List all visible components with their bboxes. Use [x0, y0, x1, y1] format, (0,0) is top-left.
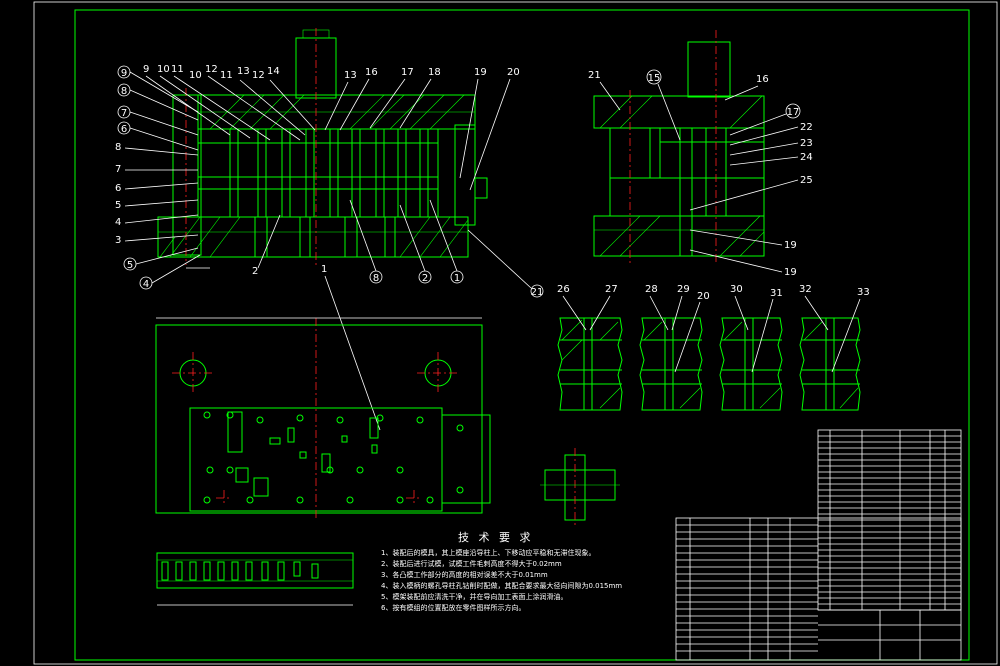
svg-text:32: 32	[799, 284, 812, 295]
svg-text:7: 7	[115, 164, 121, 175]
tech-req-4: 4、装入模柄的螺孔导柱孔钻削时配做，其配合要求最大径向间隙为0.015mm	[381, 581, 622, 590]
plan-view	[155, 317, 491, 520]
svg-text:6: 6	[121, 124, 127, 135]
svg-text:12: 12	[205, 64, 218, 75]
side-section-view	[593, 30, 765, 265]
svg-text:2: 2	[252, 266, 258, 277]
tech-req-3: 3、各凸模工作部分的高度的相对误差不大于0.01mm	[381, 570, 548, 579]
svg-text:12: 12	[252, 70, 265, 81]
tech-req-1: 1、装配后的模具，其上模座沿导柱上、下移动应平稳和无滞住现象。	[381, 548, 595, 557]
svg-text:10: 10	[189, 70, 202, 81]
tech-title: 技 术 要 求	[458, 531, 534, 544]
outer-border	[33, 1, 998, 665]
callouts-side: 21 15 16 17 22 23 24 25 19 19	[588, 69, 813, 278]
svg-text:18: 18	[428, 67, 441, 78]
svg-text:3: 3	[115, 235, 121, 246]
svg-text:17: 17	[787, 107, 800, 118]
callouts-bottom-main: 2 1 8 2 1 21	[252, 199, 544, 431]
svg-text:19: 19	[474, 67, 487, 78]
svg-text:9: 9	[143, 64, 149, 75]
svg-text:20: 20	[697, 291, 710, 302]
svg-text:25: 25	[800, 175, 813, 186]
svg-text:5: 5	[115, 200, 121, 211]
svg-text:29: 29	[677, 284, 690, 295]
svg-text:8: 8	[373, 273, 379, 284]
svg-text:31: 31	[770, 288, 783, 299]
svg-text:24: 24	[800, 152, 813, 163]
parts-list-table	[675, 429, 962, 661]
svg-text:19: 19	[784, 240, 797, 251]
small-detail-view	[540, 448, 620, 525]
callouts-top: 9 10 11 12 13 14 13 16 17 18 19 20 10 11…	[115, 64, 520, 290]
svg-text:8: 8	[115, 142, 121, 153]
svg-text:21: 21	[531, 287, 544, 298]
svg-text:4: 4	[143, 279, 149, 290]
svg-text:11: 11	[171, 64, 184, 75]
svg-text:33: 33	[857, 287, 870, 298]
svg-text:16: 16	[365, 67, 378, 78]
svg-text:30: 30	[730, 284, 743, 295]
inner-border	[74, 9, 970, 661]
svg-text:7: 7	[121, 108, 127, 119]
svg-text:8: 8	[121, 86, 127, 97]
svg-text:26: 26	[557, 284, 570, 295]
svg-text:21: 21	[588, 70, 601, 81]
svg-text:17: 17	[401, 67, 414, 78]
svg-text:23: 23	[800, 138, 813, 149]
svg-text:9: 9	[121, 68, 127, 79]
svg-text:10: 10	[157, 64, 170, 75]
detail-views: 26 27 28 29 20 30 31 32 33	[557, 284, 870, 411]
svg-text:15: 15	[648, 73, 661, 84]
svg-text:16: 16	[756, 74, 769, 85]
svg-text:5: 5	[127, 260, 133, 271]
tech-req-6: 6、按有模组的位置配放在零件图样所示方向。	[381, 603, 525, 612]
svg-text:2: 2	[422, 273, 428, 284]
svg-text:1: 1	[321, 264, 327, 275]
svg-text:22: 22	[800, 122, 813, 133]
svg-text:11: 11	[220, 70, 233, 81]
svg-text:13: 13	[344, 70, 357, 81]
svg-text:20: 20	[507, 67, 520, 78]
tech-req-2: 2、装配后进行试模，试模工件毛刺高度不得大于0.02mm	[381, 559, 562, 568]
svg-text:19: 19	[784, 267, 797, 278]
svg-text:14: 14	[267, 66, 280, 77]
strip-layout	[156, 552, 354, 606]
technical-requirements: 技 术 要 求 1、装配后的模具，其上模座沿导柱上、下移动应平稳和无滞住现象。 …	[381, 531, 622, 612]
svg-text:4: 4	[115, 217, 121, 228]
svg-text:1: 1	[454, 273, 460, 284]
svg-text:27: 27	[605, 284, 618, 295]
svg-text:6: 6	[115, 183, 121, 194]
svg-text:13: 13	[237, 66, 250, 77]
svg-text:28: 28	[645, 284, 658, 295]
tech-req-5: 5、模架装配前应清洗干净，并在导向加工表面上涂润滑油。	[381, 592, 567, 601]
